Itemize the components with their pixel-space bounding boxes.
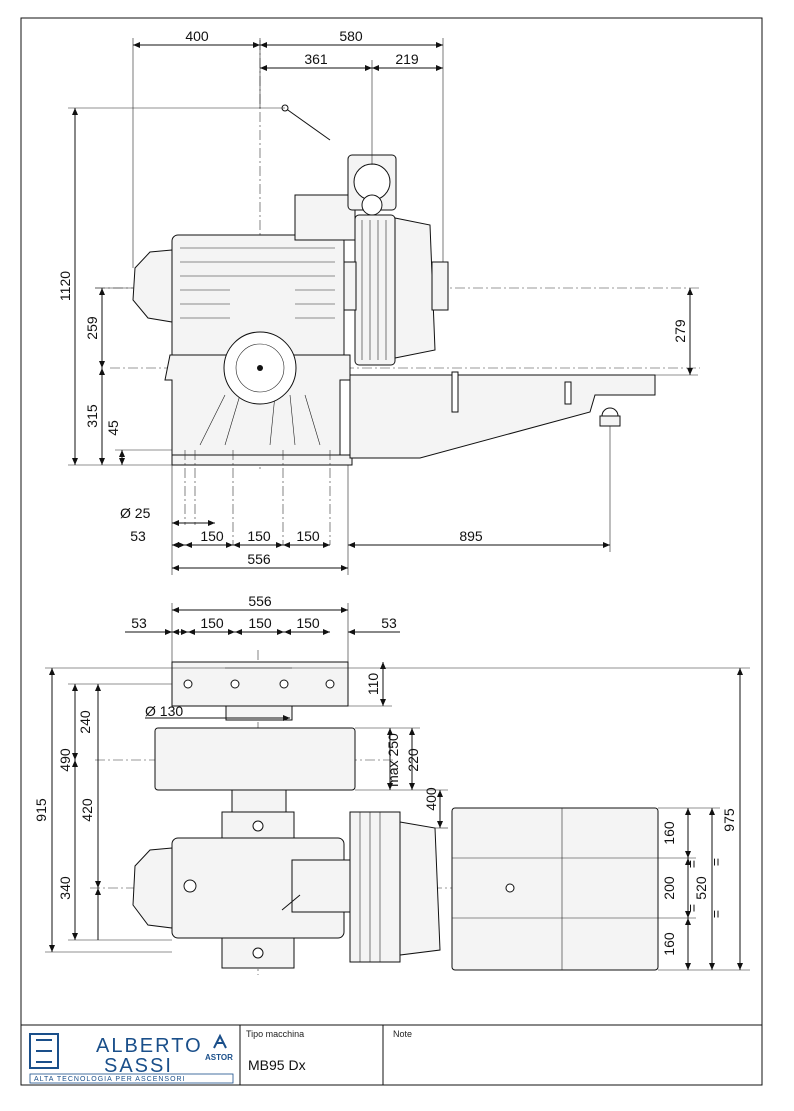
note-label: Note	[393, 1029, 412, 1039]
logo-astor: ASTOR	[205, 1053, 233, 1062]
dim-150-3: 150	[296, 528, 320, 544]
dim-279: 279	[672, 319, 688, 343]
dim-53-right: 53	[381, 615, 397, 631]
dim-53: 53	[130, 528, 146, 544]
dim-phi130: Ø 130	[145, 703, 183, 719]
motor-end-cap-plan	[132, 847, 173, 929]
dim-520: 520	[693, 876, 709, 900]
dim-400: 400	[185, 28, 209, 44]
dim-53-left: 53	[131, 615, 147, 631]
dim-556: 556	[247, 551, 271, 567]
dim-975: 975	[721, 808, 737, 832]
logo-alberto: ALBERTO	[96, 1035, 203, 1057]
dim-45: 45	[105, 420, 121, 436]
sheet-border	[20, 17, 763, 1086]
brake-plan	[349, 811, 401, 963]
dim-200: 200	[661, 876, 677, 900]
brake-housing	[294, 194, 356, 241]
traction-sheave-plan	[154, 727, 356, 791]
dim-556-plan: 556	[248, 593, 272, 609]
dim-160-bottom: 160	[661, 932, 677, 956]
equal-mark-1: =	[684, 860, 700, 868]
flywheel	[394, 217, 436, 359]
side-view: 400 580 361 219 1120 259 315 45 279 Ø 25…	[57, 28, 700, 575]
dim-490: 490	[57, 748, 73, 772]
dim-895: 895	[459, 528, 483, 544]
dim-420: 420	[79, 798, 95, 822]
dim-259: 259	[84, 316, 100, 340]
dim-150-plan-1: 150	[200, 615, 224, 631]
motor-body	[451, 807, 659, 971]
bedplate-arm	[349, 374, 656, 459]
dim-219: 219	[395, 51, 419, 67]
dim-150-plan-3: 150	[296, 615, 320, 631]
dim-220: 220	[405, 748, 421, 772]
machine-type-value: MB95 Dx	[248, 1057, 306, 1073]
dim-1120: 1120	[57, 271, 73, 301]
company-logo: ALBERTO SASSI ASTOR ALTA TECNOLOGIA PER …	[29, 1033, 234, 1084]
logo-tagline: ALTA TECNOLOGIA PER ASCENSORI	[34, 1076, 186, 1083]
dim-150-2: 150	[247, 528, 271, 544]
title-block: ALBERTO SASSI ASTOR ALTA TECNOLOGIA PER …	[21, 1024, 762, 1085]
logo-sassi: SASSI	[104, 1055, 173, 1077]
equal-mark-2: =	[684, 904, 700, 912]
equal-mark-4: =	[708, 910, 724, 918]
astor-icon	[213, 1033, 227, 1049]
motor-end-cap	[132, 249, 173, 323]
dim-110: 110	[365, 673, 381, 696]
dim-361: 361	[304, 51, 328, 67]
traction-sheave	[354, 214, 396, 366]
equal-mark-3: =	[708, 858, 724, 866]
dim-150-plan-2: 150	[248, 615, 272, 631]
dim-160-top: 160	[661, 821, 677, 845]
mounting-plate	[171, 661, 349, 707]
dim-max250: max 250	[385, 733, 401, 787]
dim-150-1: 150	[200, 528, 224, 544]
dim-580: 580	[339, 28, 363, 44]
machine-type-label: Tipo macchina	[246, 1029, 304, 1039]
dim-915: 915	[33, 798, 49, 822]
dim-phi25: Ø 25	[120, 505, 151, 521]
dim-340: 340	[57, 876, 73, 900]
dim-315: 315	[84, 404, 100, 428]
dim-240: 240	[77, 710, 93, 734]
plan-view: 556 53 150 150 150 53 110 Ø 130 240 490 …	[33, 593, 750, 975]
dim-400-plan: 400	[423, 787, 439, 811]
